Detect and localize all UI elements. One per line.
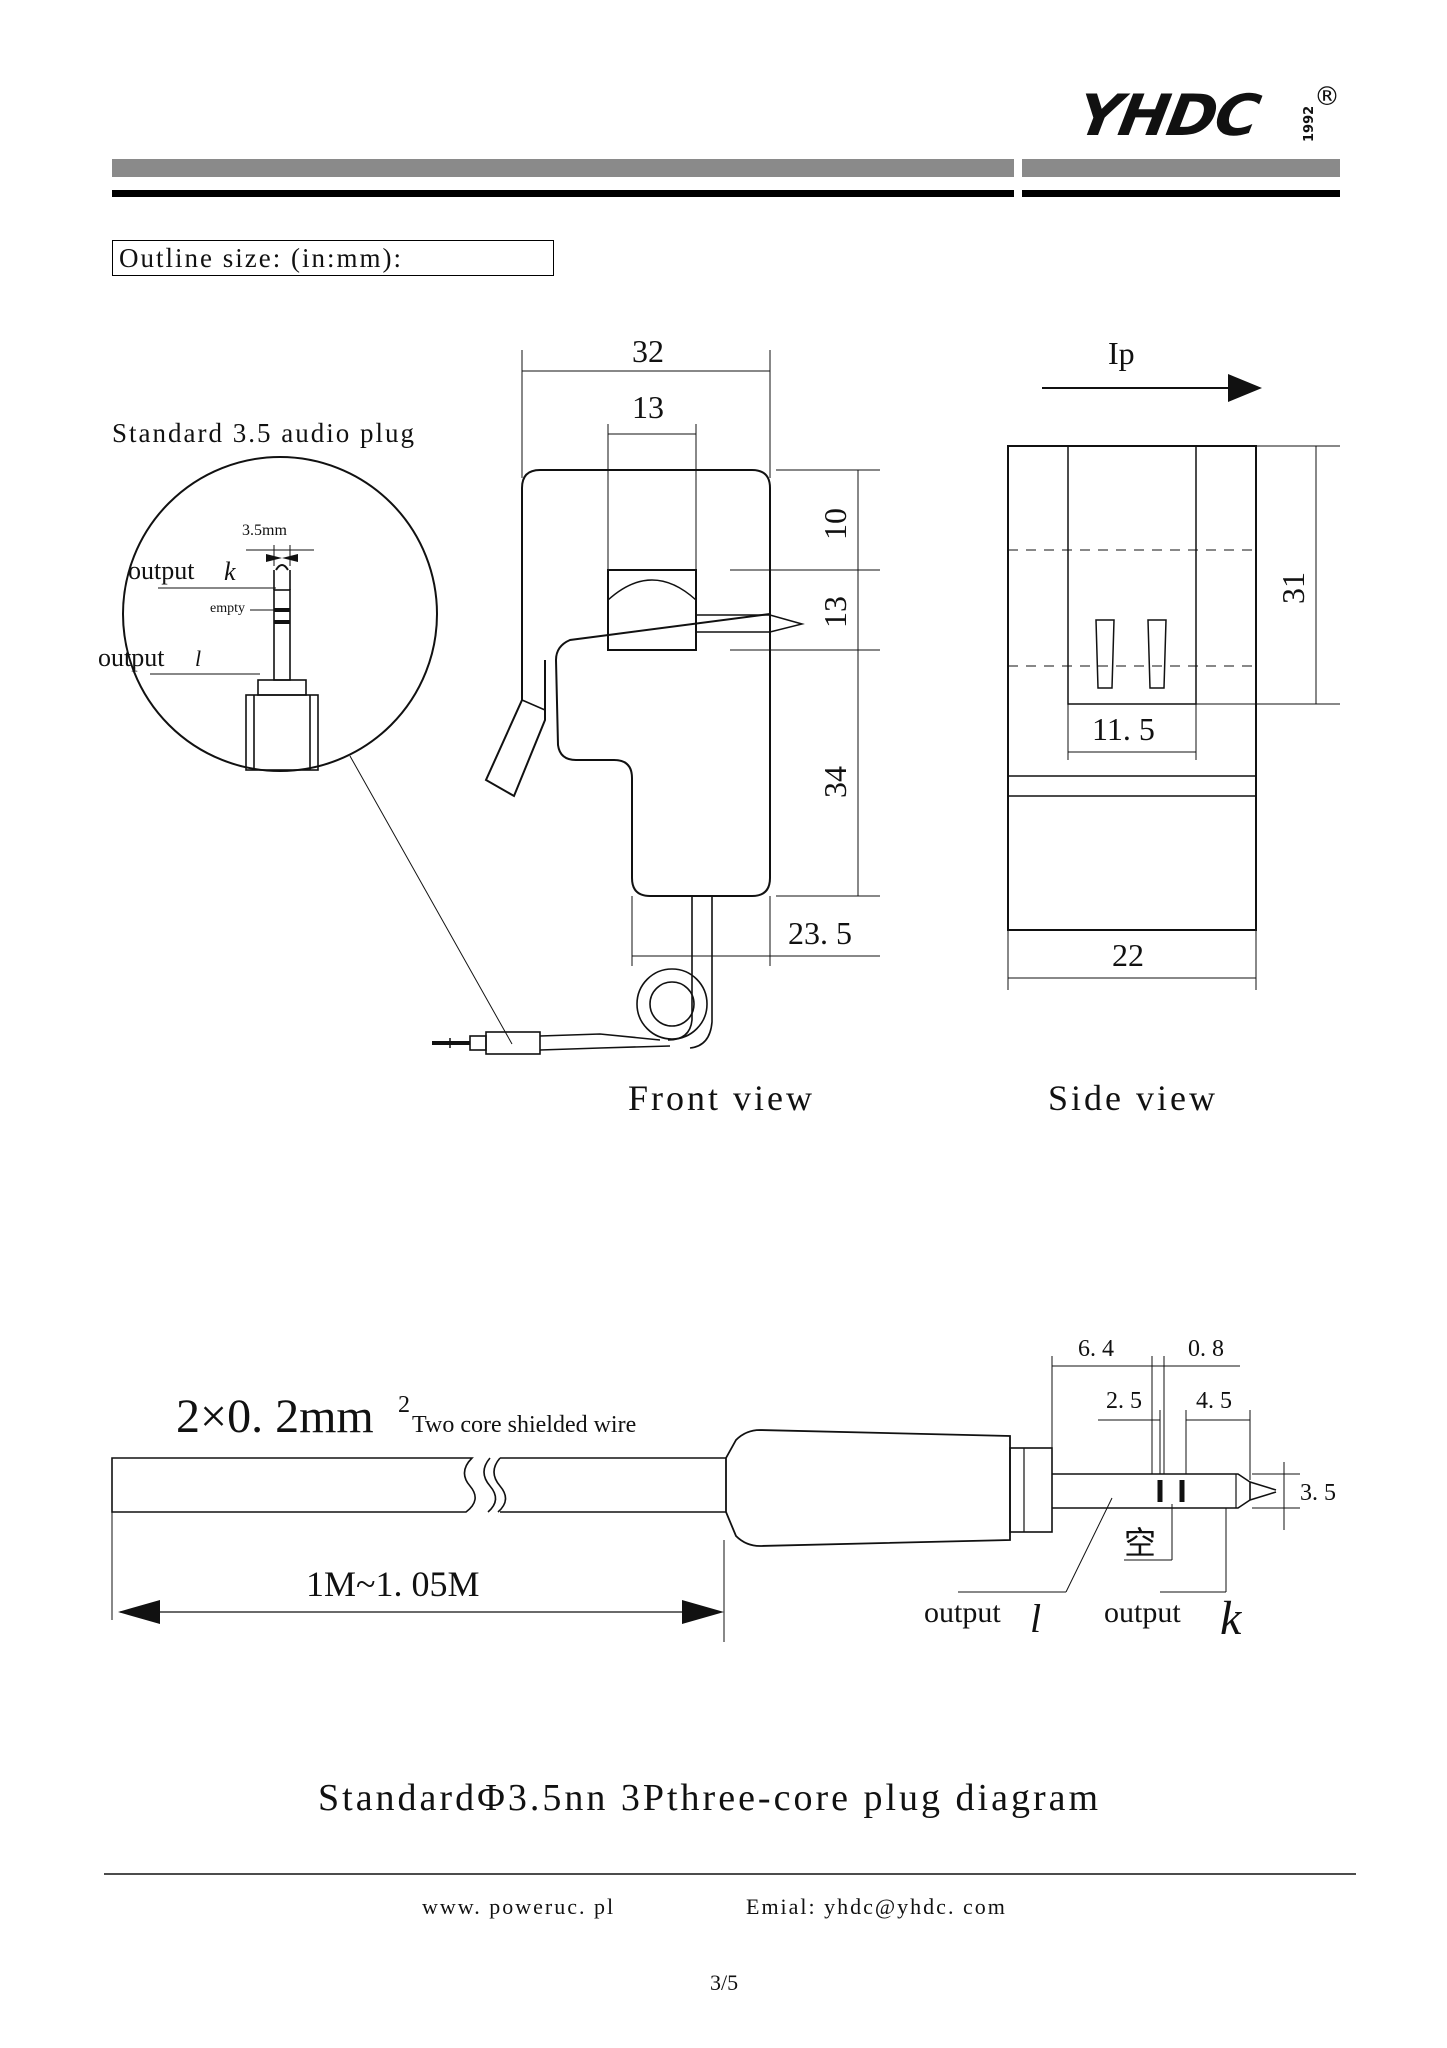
plug-empty-char: 空 bbox=[1124, 1525, 1156, 1561]
plug-dim-d: 4. 5 bbox=[1196, 1388, 1232, 1414]
plug-callout bbox=[122, 456, 513, 1045]
outline-size-label: Outline size: (in:mm): bbox=[112, 240, 554, 276]
side-view-drawing bbox=[1007, 387, 1340, 990]
plug-dim-b: 0. 8 bbox=[1188, 1336, 1224, 1362]
wire-spec-main: 2×0. 2mm bbox=[176, 1390, 374, 1443]
plug-diagram-title: StandardΦ3.5nn 3Pthree-core plug diagram bbox=[318, 1777, 1101, 1819]
callout-output-k-letter: k bbox=[224, 557, 236, 586]
side-dim-inner: 11. 5 bbox=[1092, 711, 1155, 747]
plug-output-k-label: output bbox=[1104, 1596, 1181, 1629]
plug-output-l-letter: l bbox=[1030, 1596, 1041, 1641]
front-dim-width: 32 bbox=[632, 333, 664, 369]
header-bar-gray-right bbox=[1022, 159, 1340, 177]
plug-dim-c: 2. 5 bbox=[1106, 1388, 1142, 1414]
front-dim-window: 13 bbox=[817, 596, 853, 628]
callout-empty-label: empty bbox=[210, 601, 245, 616]
callout-output-l-letter: l bbox=[195, 646, 201, 671]
cable-length-label: 1M~1. 05M bbox=[306, 1564, 480, 1604]
side-dim-width: 22 bbox=[1112, 937, 1144, 973]
plug-callout-dim: 3.5mm bbox=[242, 522, 287, 539]
side-view-caption: Side view bbox=[1048, 1078, 1218, 1118]
header-bar-black-right bbox=[1022, 190, 1340, 197]
registered-mark: ® bbox=[1314, 82, 1340, 112]
front-dim-top: 10 bbox=[817, 508, 853, 540]
callout-output-k-label: output bbox=[128, 556, 195, 585]
plug-output-l-label: output bbox=[924, 1596, 1001, 1629]
plug-dim-a: 6. 4 bbox=[1078, 1336, 1114, 1362]
length-arrow-right bbox=[682, 1600, 724, 1624]
wire-spec-desc: Two core shielded wire bbox=[412, 1412, 636, 1438]
side-current-label: Ip bbox=[1108, 335, 1135, 371]
plug-dim-e: 3. 5 bbox=[1300, 1480, 1336, 1506]
header-bar-gray-left bbox=[112, 159, 1014, 177]
plug-output-k-letter: k bbox=[1220, 1592, 1243, 1645]
front-view-drawing bbox=[432, 350, 880, 1055]
front-dim-body: 34 bbox=[817, 766, 853, 798]
callout-output-l-label: output bbox=[98, 643, 165, 672]
wire-spec-sup: 2 bbox=[398, 1392, 410, 1418]
front-dim-inner: 13 bbox=[632, 389, 664, 425]
yhdc-logo: YHDC 1992 ® bbox=[1072, 82, 1340, 149]
length-arrow-left bbox=[118, 1600, 160, 1624]
footer-email: Emial: yhdc@yhdc. com bbox=[746, 1894, 1007, 1919]
plug-callout-title: Standard 3.5 audio plug bbox=[112, 418, 416, 448]
footer-website: www. poweruc. pl bbox=[422, 1894, 615, 1919]
side-dim-height: 31 bbox=[1275, 572, 1311, 604]
front-view-caption: Front view bbox=[628, 1078, 815, 1118]
cable-diagram bbox=[111, 1356, 1300, 1642]
front-dim-offset: 23. 5 bbox=[788, 915, 852, 951]
footer-page-number: 3/5 bbox=[710, 1970, 738, 1995]
ip-arrowhead bbox=[1228, 374, 1262, 402]
header-bar-black-left bbox=[112, 190, 1014, 197]
